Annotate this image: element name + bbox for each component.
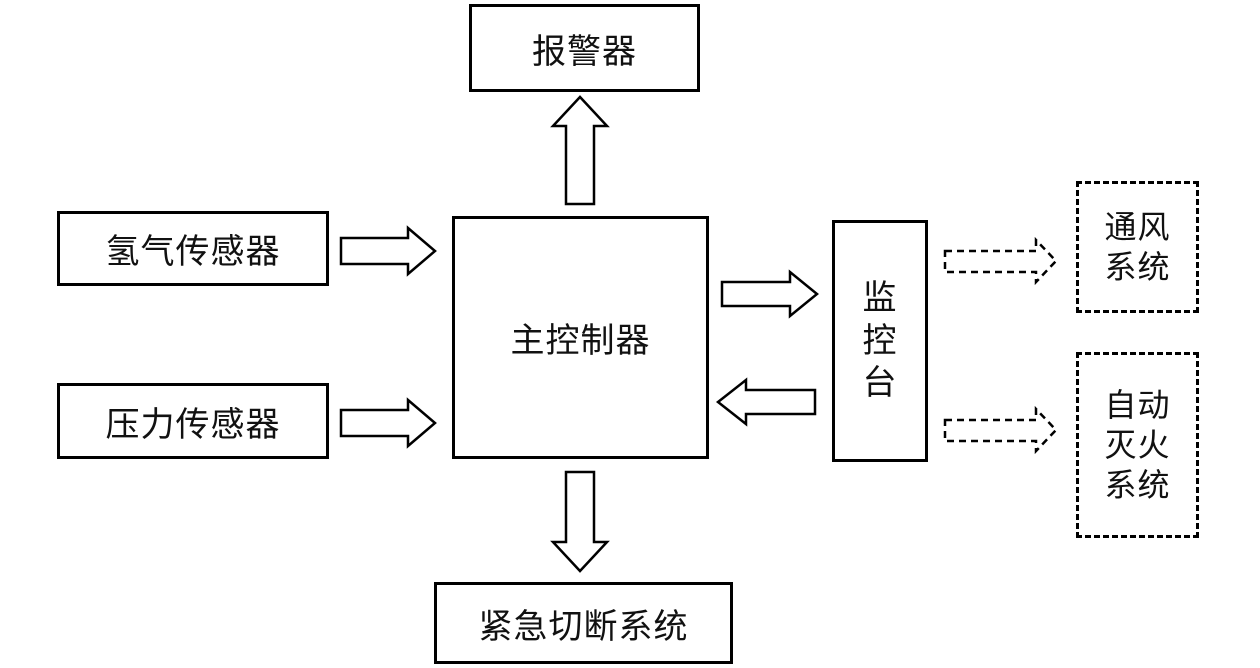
pressure-sensor-label: 压力传感器 <box>105 404 281 445</box>
monitor-console-box: 监 控 台 <box>832 220 928 462</box>
main-controller-label: 主控制器 <box>510 321 651 361</box>
hydrogen-sensor-label: 氢气传感器 <box>105 232 281 272</box>
monitor-console-char-2: 控 <box>862 320 898 361</box>
ventilation-line-2: 系统 <box>1104 248 1171 286</box>
arrow-controller-to-cutoff <box>550 470 610 573</box>
arrow-console-to-ventilation <box>943 236 1058 286</box>
fire-suppression-line-1: 自动 <box>1104 386 1171 424</box>
alarm-label: 报警器 <box>532 31 637 72</box>
arrow-controller-to-alarm <box>550 95 610 206</box>
emergency-cutoff-box: 紧急切断系统 <box>434 582 733 664</box>
fire-suppression-system-box: 自动 灭火 系统 <box>1076 352 1199 538</box>
ventilation-system-box: 通风 系统 <box>1076 181 1199 313</box>
arrow-controller-to-console <box>720 269 819 319</box>
arrow-console-to-controller <box>715 377 817 427</box>
ventilation-line-1: 通风 <box>1104 208 1171 246</box>
monitor-console-char-3: 台 <box>862 363 898 404</box>
fire-suppression-line-2: 灭火 <box>1104 426 1171 464</box>
arrow-console-to-fire-suppression <box>943 405 1058 455</box>
arrow-hydrogen-to-controller <box>339 225 437 277</box>
arrow-pressure-to-controller <box>339 397 437 449</box>
fire-suppression-line-3: 系统 <box>1104 466 1171 504</box>
main-controller-box: 主控制器 <box>452 216 709 459</box>
emergency-cutoff-label: 紧急切断系统 <box>478 606 689 647</box>
monitor-console-char-1: 监 <box>862 278 898 319</box>
alarm-box: 报警器 <box>469 4 700 92</box>
pressure-sensor-box: 压力传感器 <box>57 383 329 459</box>
hydrogen-sensor-box: 氢气传感器 <box>57 211 329 286</box>
